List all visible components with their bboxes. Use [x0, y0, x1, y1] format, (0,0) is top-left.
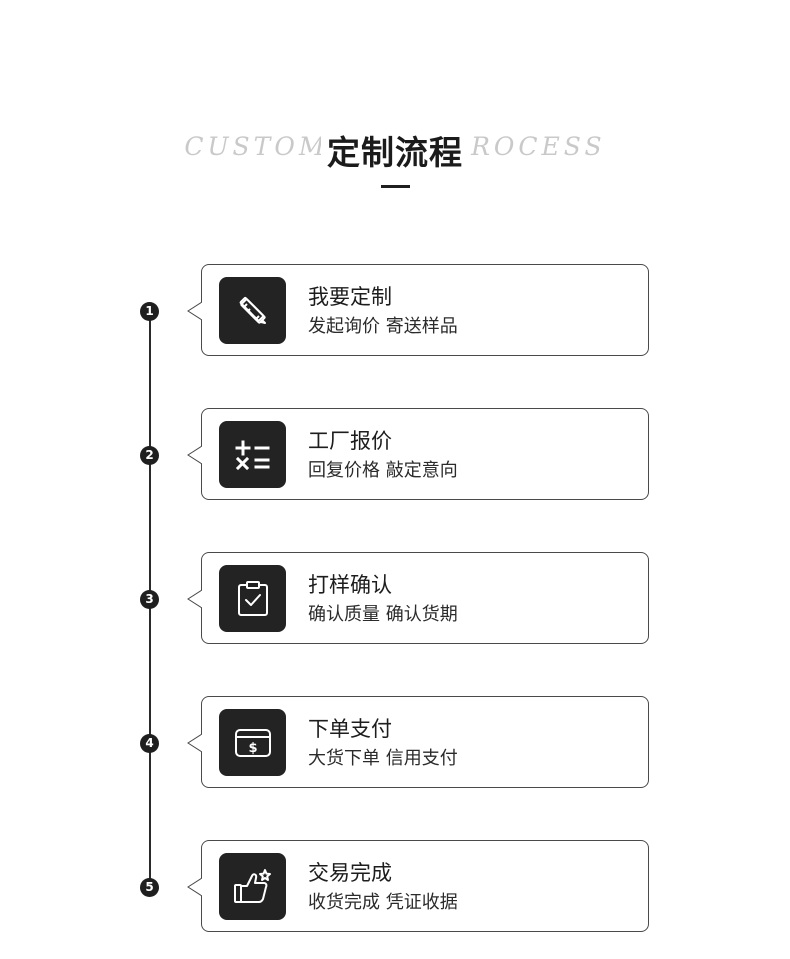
step-subtitle: 大货下单 信用支付 — [308, 748, 458, 769]
step-number-1: 1 — [140, 302, 159, 321]
step-subtitle: 发起询价 寄送样品 — [308, 316, 458, 337]
title-underline — [381, 185, 410, 188]
payment-card-icon: $ — [219, 709, 286, 776]
step-title: 我要定制 — [308, 285, 392, 309]
card-pointer — [187, 446, 202, 464]
step-number-2: 2 — [140, 446, 159, 465]
step-number-3: 3 — [140, 590, 159, 609]
svg-text:$: $ — [248, 741, 257, 756]
card-pointer — [187, 590, 202, 608]
clipboard-check-icon — [219, 565, 286, 632]
step-subtitle: 收货完成 凭证收据 — [308, 892, 458, 913]
step-title: 下单支付 — [308, 717, 392, 741]
thumbs-up-icon — [219, 853, 286, 920]
section-header: CUSTOM MADE PROCESS 定制流程 — [0, 118, 790, 198]
card-pointer — [187, 302, 202, 320]
step-card-2: 工厂报价 回复价格 敲定意向 — [187, 408, 649, 500]
step-subtitle: 回复价格 敲定意向 — [308, 460, 458, 481]
step-card-5: 交易完成 收货完成 凭证收据 — [187, 840, 649, 932]
card-pointer — [187, 878, 202, 896]
calculator-icon — [219, 421, 286, 488]
step-number-5: 5 — [140, 878, 159, 897]
card-pointer — [187, 734, 202, 752]
step-card-4: $ 下单支付 大货下单 信用支付 — [187, 696, 649, 788]
step-number-4: 4 — [140, 734, 159, 753]
step-title: 工厂报价 — [308, 429, 392, 453]
page-title: 定制流程 — [321, 126, 469, 174]
step-title: 打样确认 — [308, 573, 392, 597]
step-subtitle: 确认质量 确认货期 — [308, 604, 458, 625]
step-card-3: 打样确认 确认质量 确认货期 — [187, 552, 649, 644]
step-title: 交易完成 — [308, 861, 392, 885]
pencil-ruler-icon — [219, 277, 286, 344]
step-card-1: 我要定制 发起询价 寄送样品 — [187, 264, 649, 356]
page-title-wrap: 定制流程 — [0, 126, 790, 174]
